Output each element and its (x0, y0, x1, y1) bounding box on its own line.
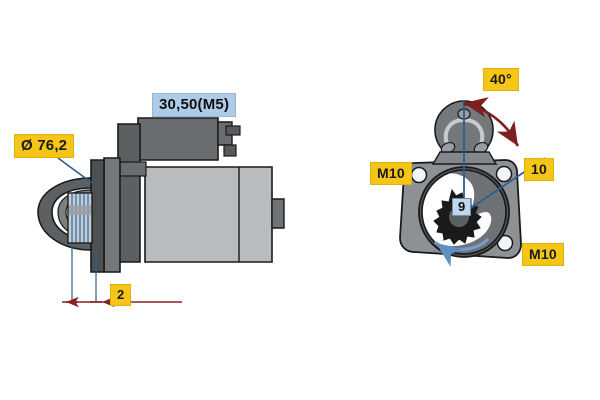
pinion-teeth-hatch (68, 193, 92, 243)
angle-arrow-start (463, 97, 489, 118)
drive-yoke-outer (37, 177, 92, 251)
motor-body (144, 166, 273, 263)
mounting-hole-upper-right (495, 165, 513, 183)
drive-end-housing (103, 157, 121, 273)
solenoid-body (137, 117, 219, 161)
terminal-stud-30 (225, 125, 241, 136)
mounting-flange (90, 159, 105, 273)
callout-bolt-left: M10 (370, 162, 412, 185)
callout-diameter: Ø 76,2 (14, 134, 75, 158)
callout-dimension-2: 2 (110, 284, 132, 306)
callout-terminal: 30,50(M5) (152, 93, 237, 117)
side-view-group (37, 117, 285, 308)
mounting-hole-upper-left (410, 166, 428, 184)
callout-hole-size: 10 (524, 158, 554, 181)
leader-line-diameter (57, 157, 93, 184)
callout-teeth-count: 9 (452, 198, 472, 216)
callout-bolt-right: M10 (522, 243, 564, 266)
terminal-stud-50 (223, 144, 237, 157)
callout-angle: 40° (483, 68, 519, 91)
angle-arrow-end (496, 120, 520, 147)
commutator-end-nub (271, 198, 285, 229)
solenoid-bracket (117, 123, 141, 263)
bracket-step (117, 161, 147, 177)
rotation-direction-arc (434, 238, 489, 267)
